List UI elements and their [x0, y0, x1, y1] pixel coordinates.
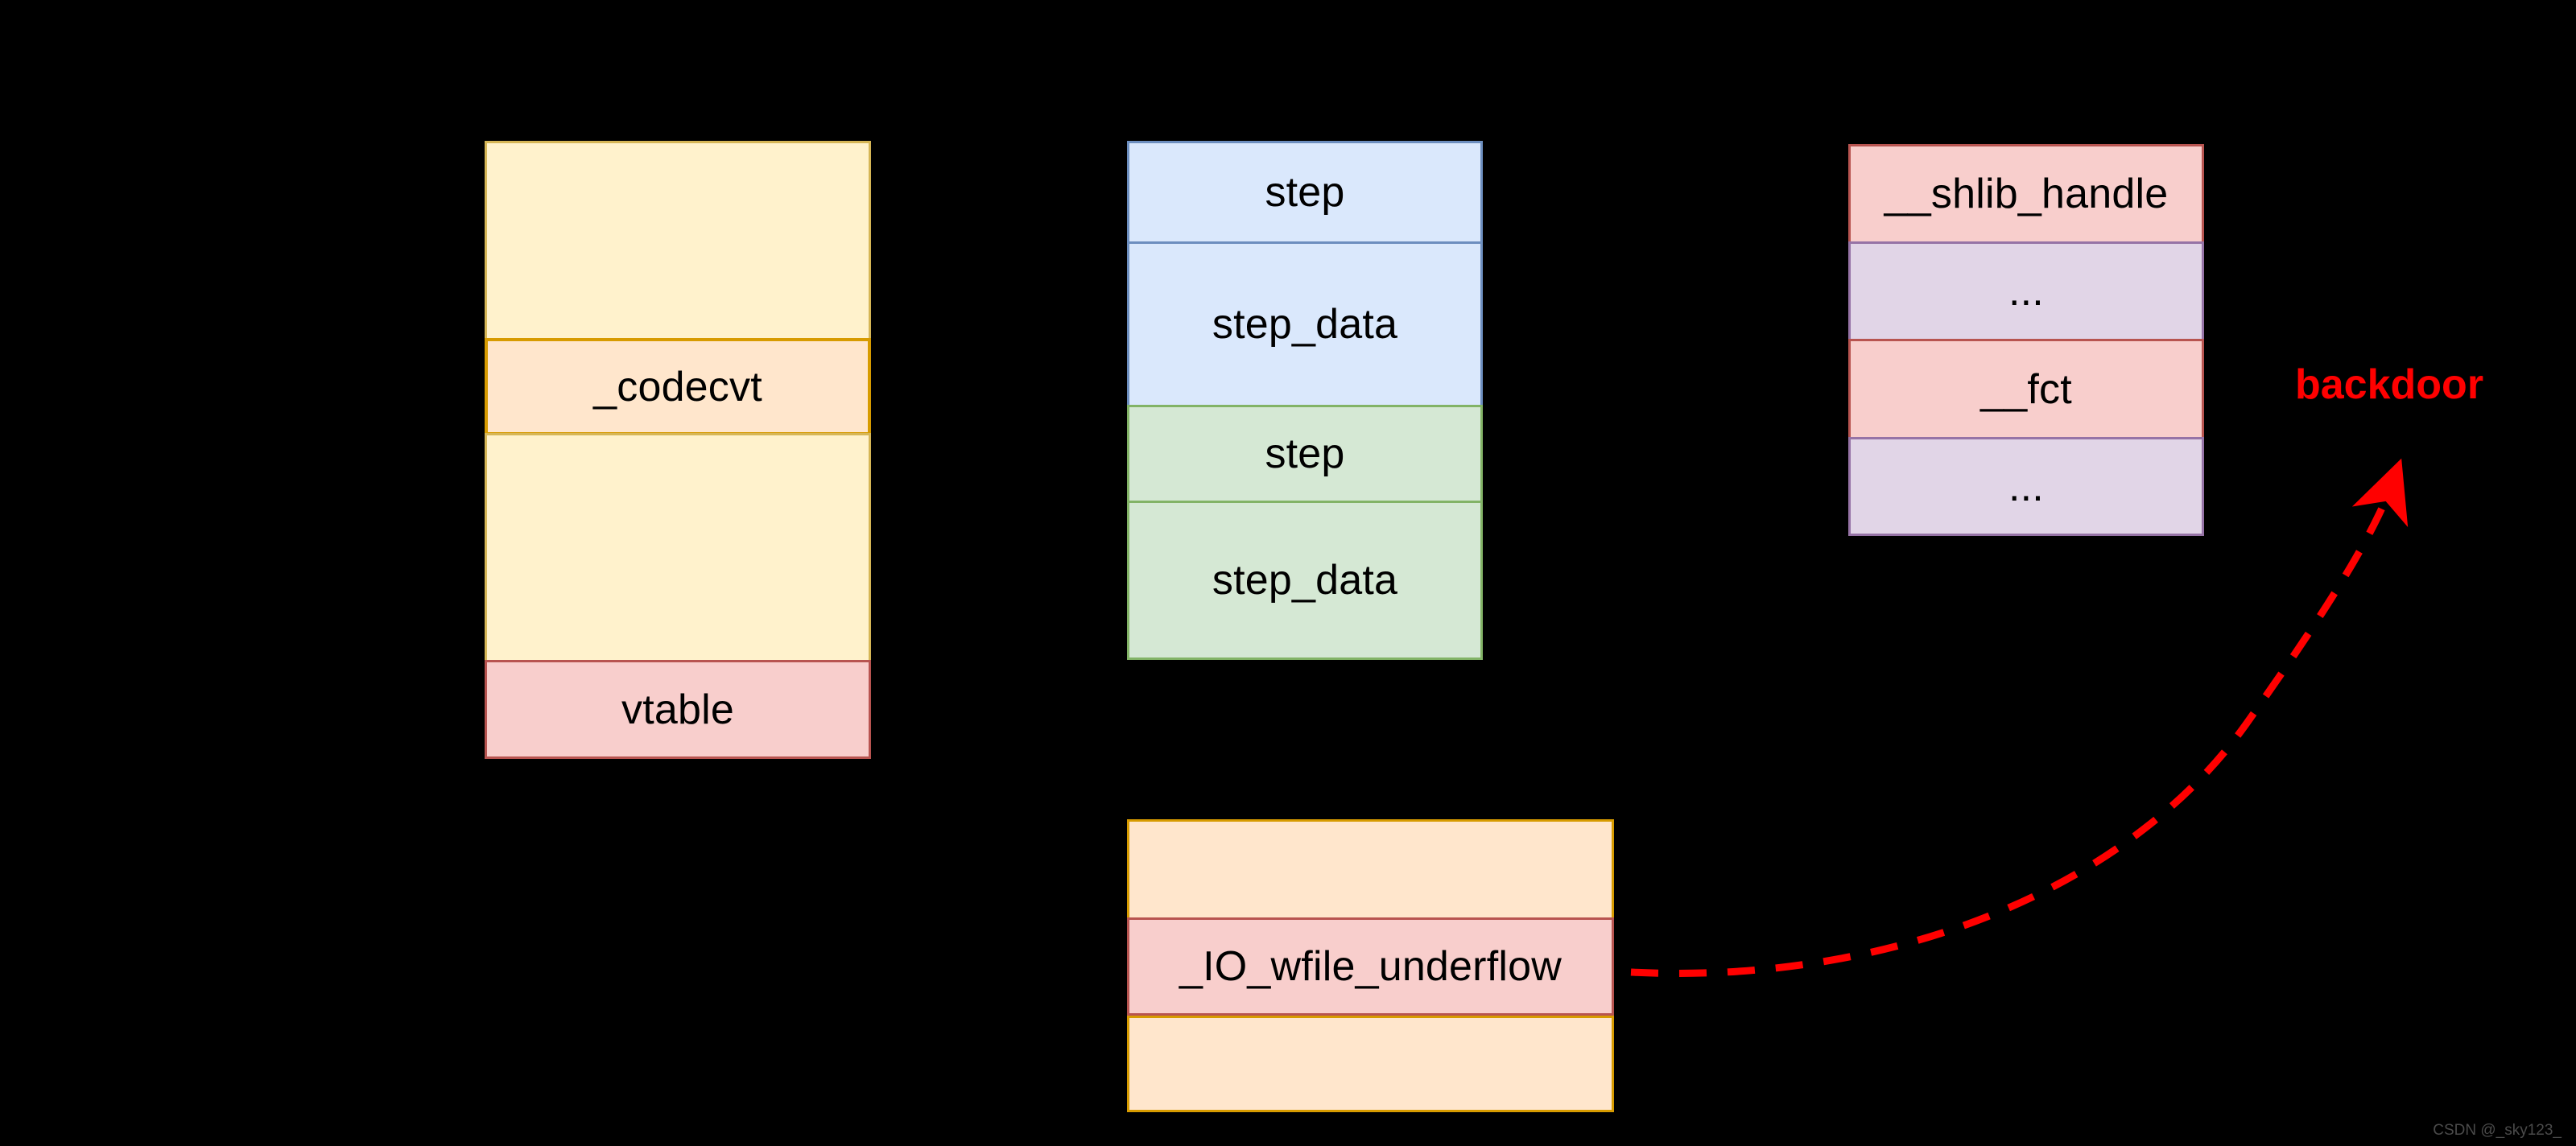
struct-row-vtable-slot-top — [1127, 819, 1614, 920]
row-label: step — [1265, 431, 1345, 477]
struct-row-padding-mid — [485, 433, 871, 662]
struct-row-step-data-1: step_data — [1127, 241, 1483, 407]
backdoor-arrow-path — [1630, 458, 2409, 977]
row-label: ... — [2008, 463, 2044, 510]
struct-row-fct: __fct — [1848, 339, 2204, 439]
row-label: _codecvt — [593, 363, 762, 410]
struct-row-step-data-2: step_data — [1127, 501, 1483, 660]
struct-row-codecvt: _codecvt — [485, 338, 871, 435]
row-label: step — [1265, 169, 1345, 216]
struct-wfile-jumps: _IO_wfile_underflow — [1127, 819, 1614, 1112]
row-label: __shlib_handle — [1884, 171, 2169, 217]
struct-row-shlib-handle: __shlib_handle — [1848, 144, 2204, 244]
struct-step: step step_data step step_data — [1127, 141, 1483, 660]
struct-row-ellipsis-2: ... — [1848, 437, 2204, 536]
row-label: vtable — [621, 686, 734, 733]
row-label: __fct — [1980, 365, 2072, 413]
struct-shlib-handle: __shlib_handle ... __fct ... — [1848, 144, 2204, 536]
row-label: step_data — [1212, 301, 1398, 348]
row-label: ... — [2008, 268, 2044, 315]
backdoor-label: backdoor — [2295, 361, 2484, 408]
row-label: _IO_wfile_underflow — [1179, 943, 1562, 990]
struct-wide-data: _codecvt vtable — [485, 141, 871, 759]
struct-row-step-2: step — [1127, 405, 1483, 503]
struct-row-wfile-underflow: _IO_wfile_underflow — [1127, 917, 1614, 1016]
struct-row-vtable: vtable — [485, 660, 871, 759]
struct-row-step-1: step — [1127, 141, 1483, 244]
struct-row-vtable-slot-bottom — [1127, 1016, 1614, 1112]
struct-row-ellipsis-1: ... — [1848, 241, 2204, 341]
row-label: step_data — [1212, 557, 1398, 604]
struct-row-padding-top — [485, 141, 871, 340]
watermark: CSDN @_sky123_ — [2433, 1122, 2562, 1139]
